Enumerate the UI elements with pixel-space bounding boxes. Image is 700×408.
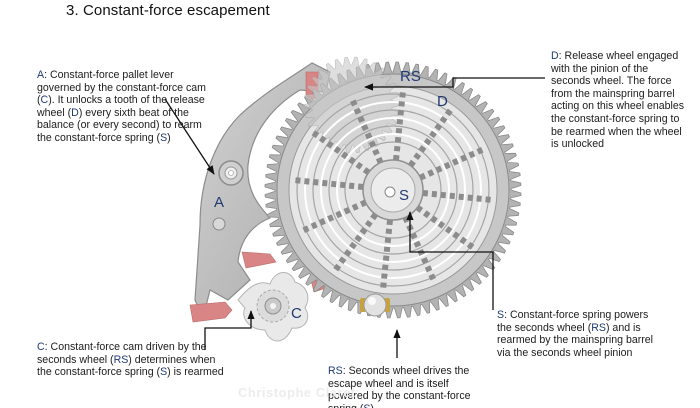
cage-ring [296,93,490,287]
cage-spoke [349,97,384,164]
hub-pivot [384,186,396,198]
note-ref: D [71,106,79,119]
note-text: : Seconds wheel drives the escape wheel … [328,365,471,408]
note-d: D: Release wheel engaged with the pinion… [551,50,686,151]
pivot-bearing [360,293,390,317]
note-ref: S [363,403,370,408]
note-key: D [551,50,559,62]
arrow-d [364,77,545,91]
note-text: ). It unlocks a tooth of the release whe… [37,94,205,119]
cage-spoke [300,199,367,234]
note-text: : Release wheel engaged with the pinion … [551,50,685,151]
cage-ring [312,109,474,271]
note-ref: C [40,94,49,107]
label-d: D [437,93,448,110]
note-text: : Constant-force cam driven by the secon… [37,341,207,366]
label-c: C [291,305,302,322]
cage-spoke [393,90,406,161]
label-a: A [214,194,224,211]
note-text: : Constant-force spring powers the secon… [497,309,649,334]
note-ref: S [160,366,168,379]
arrow-c [204,310,255,350]
leader-arrows [164,77,545,358]
cage-ring [320,117,466,263]
note-key: S [497,309,505,321]
cage-ring [328,125,458,255]
label-s: S [399,187,409,204]
cage-spoke [422,190,493,203]
pallet-lever-a [194,62,331,320]
note-text: : Constant-force pallet lever governed b… [37,69,207,107]
page-title: 3. Constant-force escapement [66,2,270,19]
note-text: ) determines when the constant-force spr… [37,353,216,379]
note-key: A [37,69,45,81]
cage-spoke [332,212,378,273]
note-key: RS [328,365,343,377]
cage-ring [344,141,442,239]
note-text: ) and is rearmed by the mainspring barre… [497,321,654,359]
note-rs: RS: Seconds wheel drives the escape whee… [328,365,478,408]
lever-screw [212,217,226,231]
note-c: C: Constant-force cam driven by the seco… [37,341,227,379]
note-text: ) every sixth beat of the balance (or ev… [37,106,202,144]
arrow-s [406,211,494,310]
cage-spoke [408,107,454,168]
cage-spoke [293,177,364,190]
arrow-a [164,98,215,175]
note-text: ) is rearmed [167,366,224,379]
cage-spoke [415,205,476,251]
watermark: Christophe Claret [238,385,356,400]
constant-force-cam-c [237,272,309,342]
note-s: S: Constant-force spring powers the seco… [497,309,657,359]
cage-spoke [310,129,371,175]
note-ref: RS [113,353,129,366]
cage-spoke [419,146,486,181]
label-rs: RS [400,68,421,85]
note-key: C [37,341,45,353]
cage-ring [304,101,482,279]
note-a: A: Constant-force pallet lever governed … [37,69,207,145]
note-text: ) [370,403,374,408]
cage-ring [336,133,450,247]
note-ref: RS [591,321,606,334]
cage-spoke [380,219,393,290]
note-text: ) [167,131,171,144]
note-ref: S [160,131,168,144]
